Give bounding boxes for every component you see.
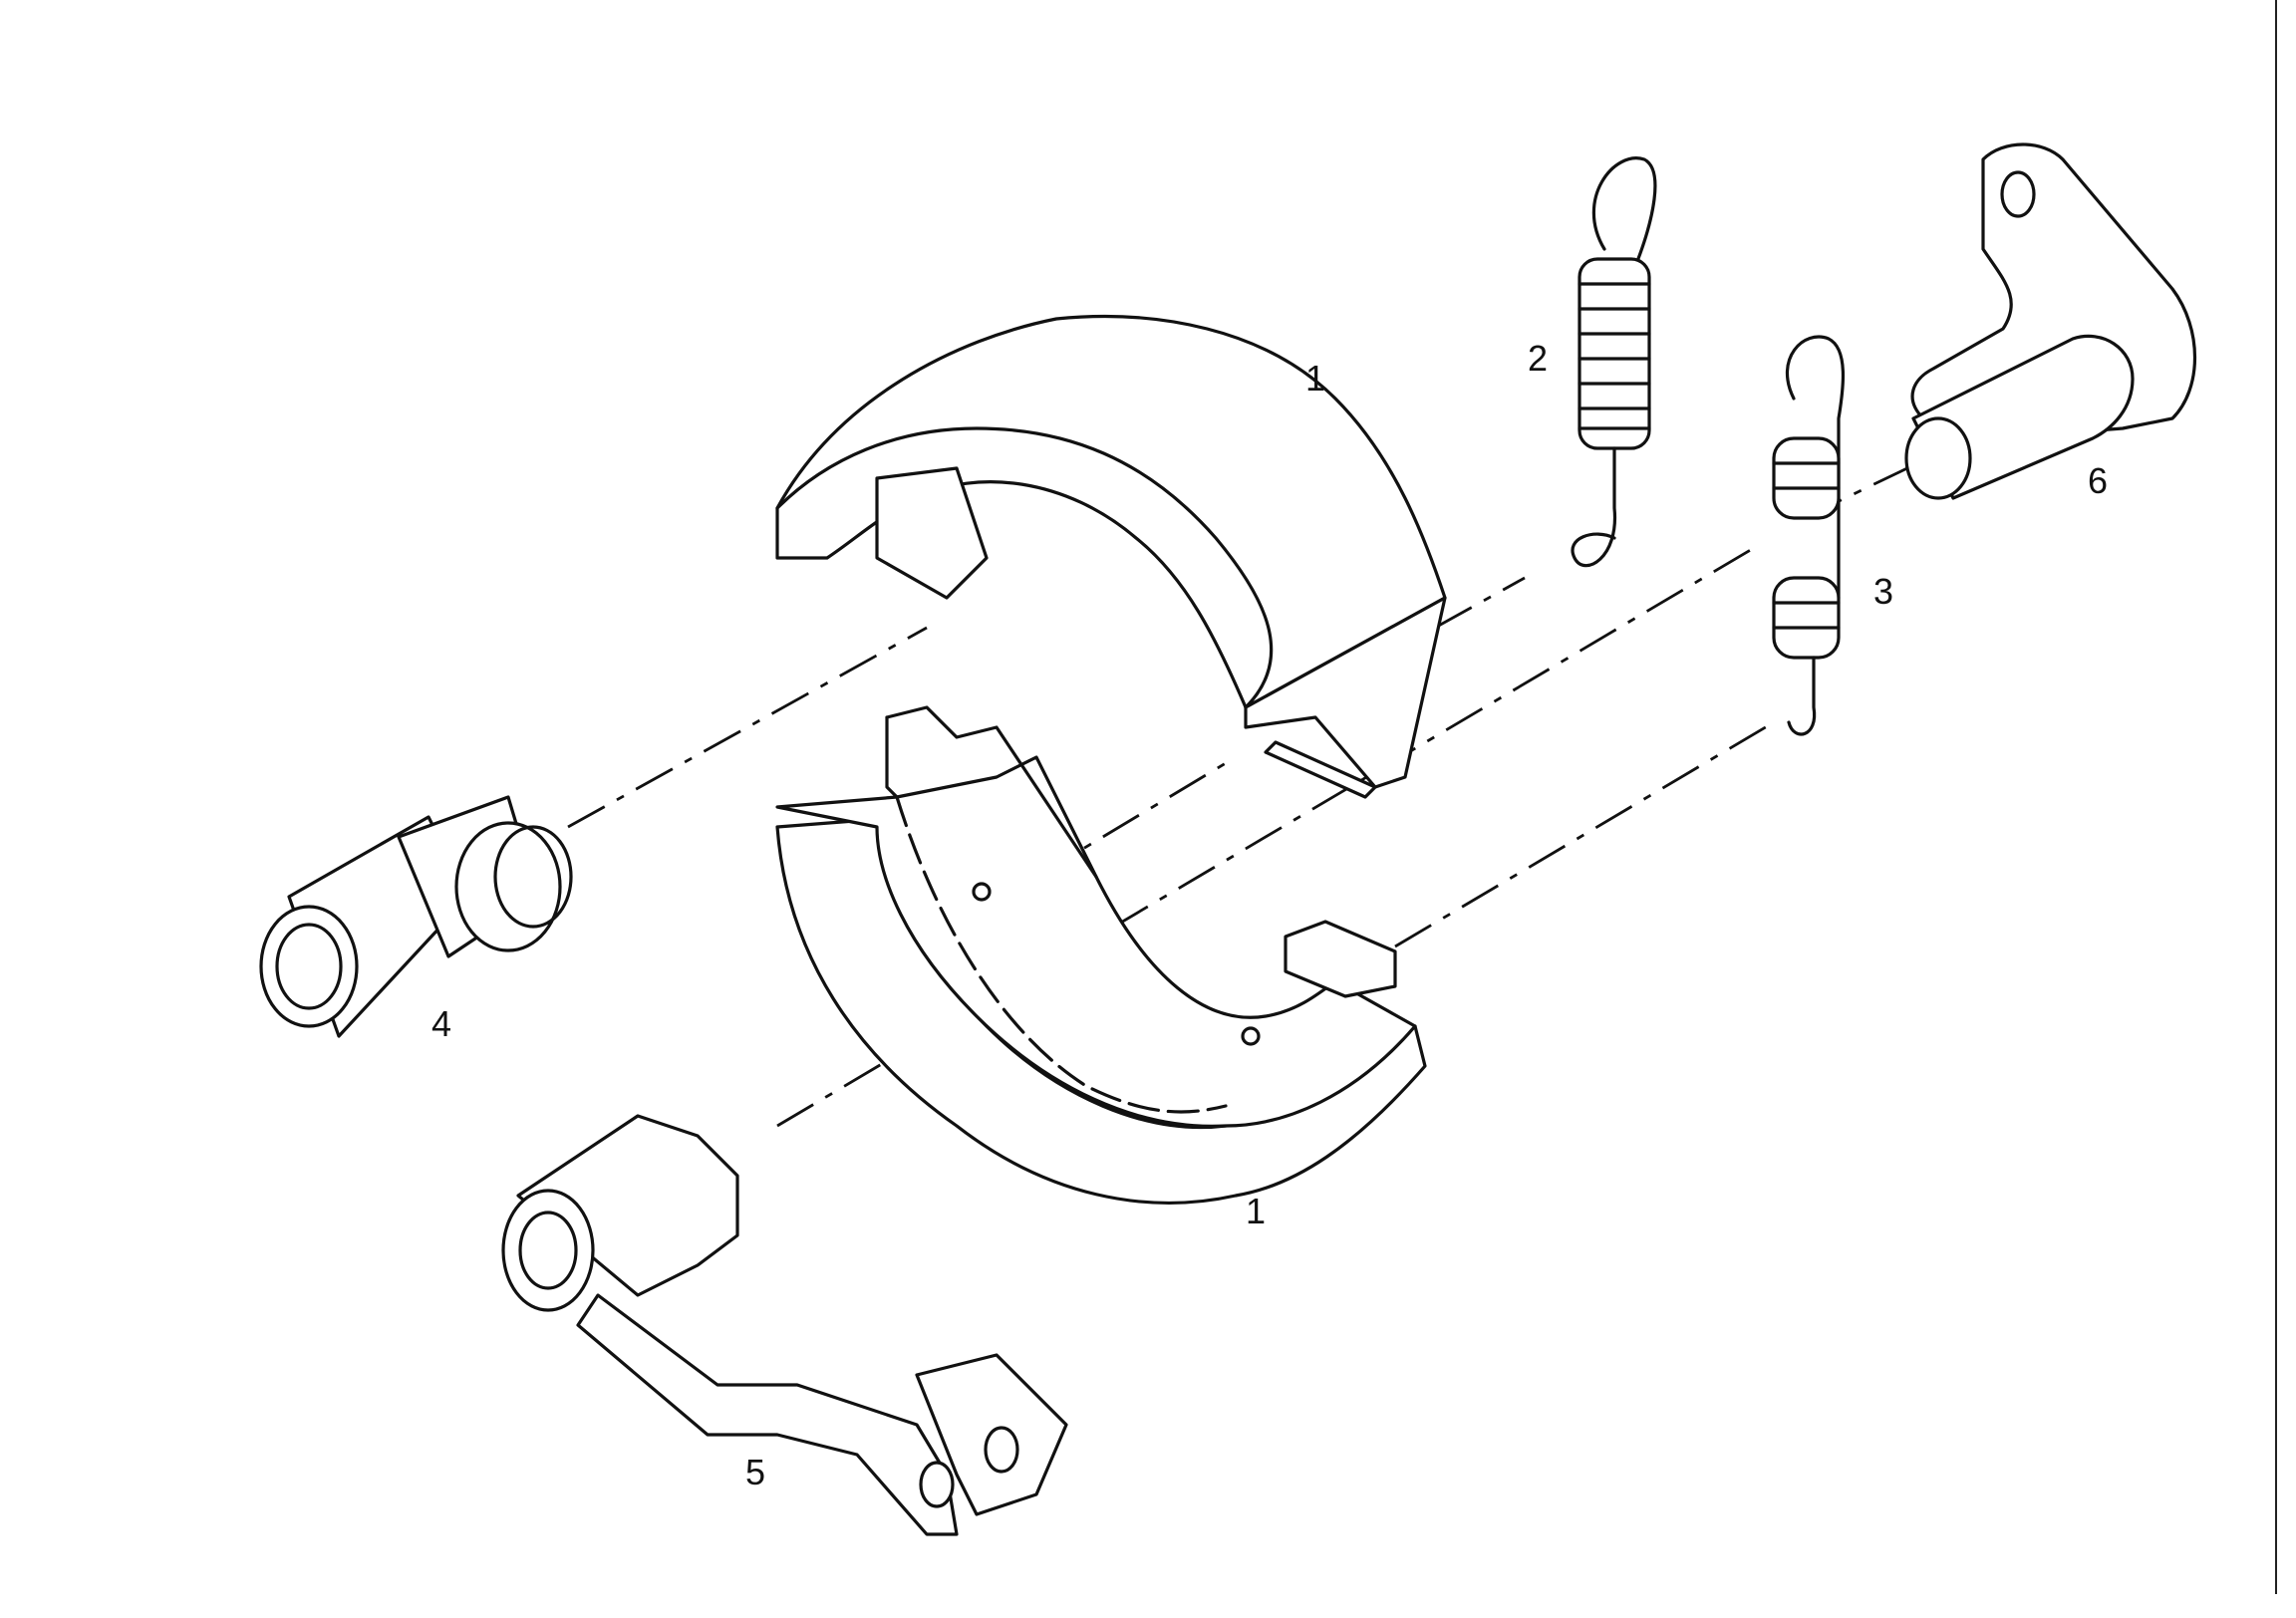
anchor-plate xyxy=(1904,142,2196,500)
anchor-plate-hole xyxy=(2000,170,2036,218)
spring-3-bottom-hook xyxy=(1787,656,1817,736)
adjuster-collar-ring xyxy=(454,821,562,952)
spring-2-bottom-hook xyxy=(1571,446,1617,568)
callout-1-upper: 1 xyxy=(1305,358,1325,399)
spring-3-coil-lower xyxy=(1772,576,1841,660)
centerline-spring-3-lower xyxy=(1394,720,1775,948)
lever-hole-rear xyxy=(984,1426,1019,1474)
lower-brake-shoe xyxy=(775,705,1427,1205)
lever-hole-front xyxy=(919,1461,955,1508)
spring-3-top-hook xyxy=(1786,335,1845,600)
adjuster-collar-groove xyxy=(493,825,573,929)
spring-3-coil-upper xyxy=(1772,436,1841,520)
anchor-pin-end xyxy=(1904,416,1972,500)
upper-shoe-web xyxy=(875,466,989,600)
upper-shoe-inner-edge xyxy=(775,426,1274,709)
upper-shoe-end xyxy=(1244,596,1447,789)
spring-3-coil-rings xyxy=(1772,461,1841,630)
upper-shoe-web-slot xyxy=(1264,740,1377,799)
adjuster-end-inner xyxy=(275,923,343,1010)
callout-1-lower: 1 xyxy=(1246,1191,1266,1231)
spring-2-coil xyxy=(1578,257,1651,450)
adjuster-cylinder xyxy=(259,795,573,1038)
return-spring-lower xyxy=(1772,335,1845,736)
callout-4: 4 xyxy=(431,1003,451,1044)
centerline-spring-2 xyxy=(1434,576,1526,630)
lower-shoe-top-flange xyxy=(885,705,1098,879)
lower-shoe-top-tab xyxy=(885,715,899,799)
lower-shoe-hole-1 xyxy=(972,882,992,902)
upper-brake-shoe xyxy=(775,314,1447,799)
callout-2: 2 xyxy=(1528,338,1548,379)
lever-drum-face xyxy=(501,1189,595,1312)
callout-6: 6 xyxy=(2088,460,2108,501)
parking-lever xyxy=(501,1114,1068,1536)
centerline-adjuster xyxy=(567,626,928,829)
callout-3: 3 xyxy=(1873,571,1893,612)
lower-shoe-hole-2 xyxy=(1241,1026,1261,1046)
return-spring-upper xyxy=(1571,156,1657,568)
lower-shoe-end-tab xyxy=(1284,920,1397,998)
callout-5: 5 xyxy=(745,1452,765,1492)
spring-2-top-hook xyxy=(1591,156,1657,410)
lower-shoe-web-line xyxy=(895,795,1228,1114)
lever-drum-bore xyxy=(518,1211,578,1290)
spring-2-coil-rings xyxy=(1578,282,1651,430)
lever-drum xyxy=(516,1114,739,1297)
lever-arm xyxy=(576,1293,959,1536)
